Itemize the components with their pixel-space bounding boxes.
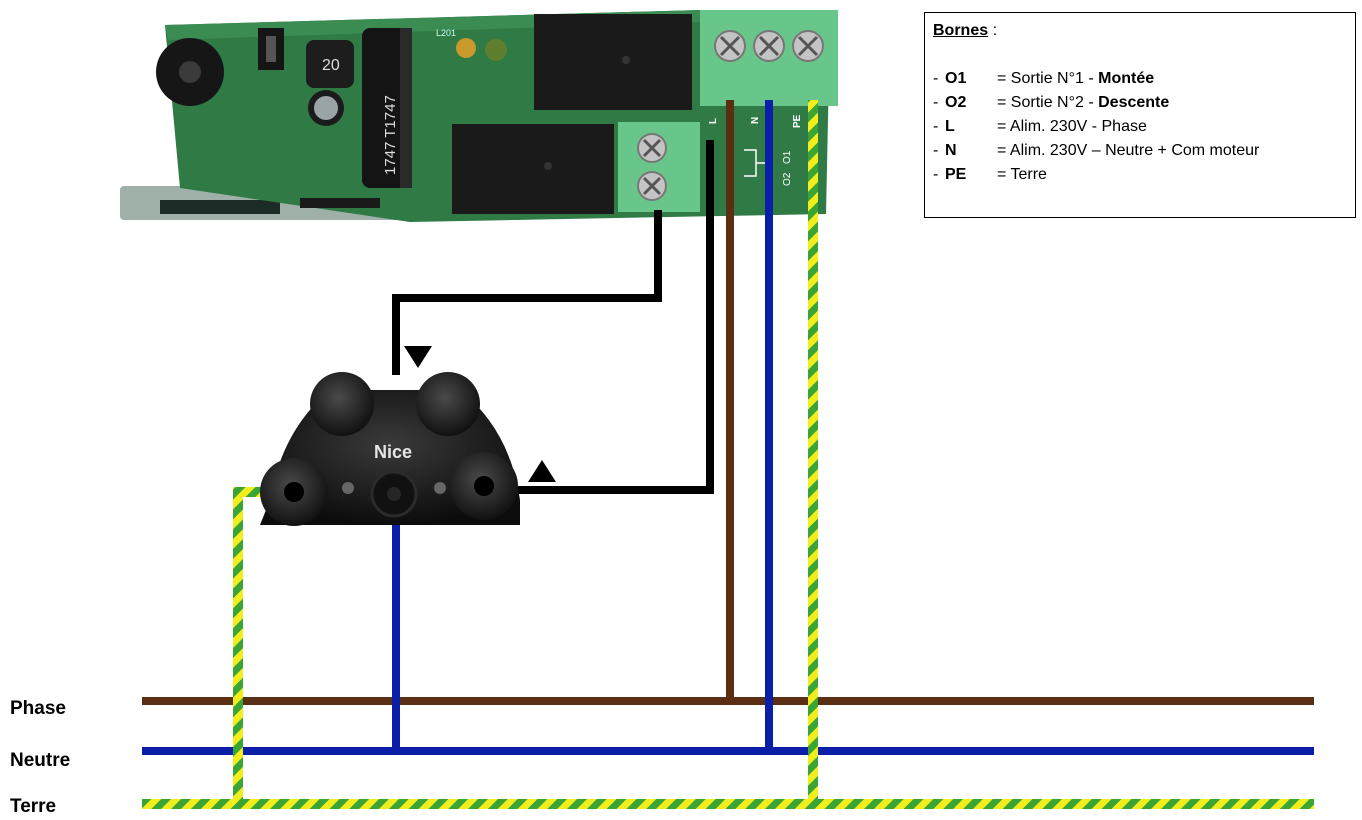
inductor-text: 20 bbox=[322, 57, 340, 74]
arrow-down-icon bbox=[404, 346, 432, 368]
arrow-up-icon bbox=[528, 460, 556, 482]
pcb-print: L201 bbox=[436, 28, 456, 38]
terre-wire-pe bbox=[808, 100, 818, 805]
motor-brand: Nice bbox=[374, 442, 412, 462]
legend-box: Bornes : -O1= Sortie N°1 - Montée -O2= S… bbox=[924, 12, 1356, 218]
terminal-label-l: L bbox=[708, 118, 719, 124]
terre-line bbox=[142, 799, 1314, 809]
relay-1 bbox=[534, 14, 692, 110]
legend-row-o2: -O2= Sortie N°2 - Descente bbox=[933, 94, 1170, 111]
output-terminal-block bbox=[618, 122, 700, 212]
legend-row-n: -N= Alim. 230V – Neutre + Com moteur bbox=[933, 142, 1260, 159]
legend-title: Bornes : bbox=[933, 22, 998, 39]
power-terminal-block bbox=[700, 10, 838, 106]
capacitor-text: 1747 T1747 bbox=[382, 95, 399, 175]
wire-o2-descente bbox=[392, 210, 662, 375]
motor-earth-wire bbox=[233, 487, 273, 805]
output-label-o2: O2 bbox=[782, 172, 793, 186]
label-neutre: Neutre bbox=[10, 750, 71, 771]
terminal-label-n: N bbox=[750, 117, 761, 124]
legend-row-o1: -O1= Sortie N°1 - Montée bbox=[933, 70, 1155, 87]
terminal-label-pe: PE bbox=[792, 114, 803, 128]
label-terre: Terre bbox=[10, 796, 57, 817]
nice-motor-head: Nice bbox=[260, 372, 520, 526]
label-phase: Phase bbox=[10, 698, 66, 719]
relay-2 bbox=[452, 124, 614, 214]
legend-row-pe: -PE= Terre bbox=[933, 166, 1047, 183]
output-label-o1: O1 bbox=[782, 150, 793, 164]
control-board: 20 1747 T1747 L201 bbox=[120, 10, 838, 222]
inductor bbox=[306, 40, 354, 88]
legend-row-l: -L= Alim. 230V - Phase bbox=[933, 118, 1147, 135]
wire-o1-montee bbox=[518, 140, 714, 494]
capacitor bbox=[362, 28, 412, 188]
